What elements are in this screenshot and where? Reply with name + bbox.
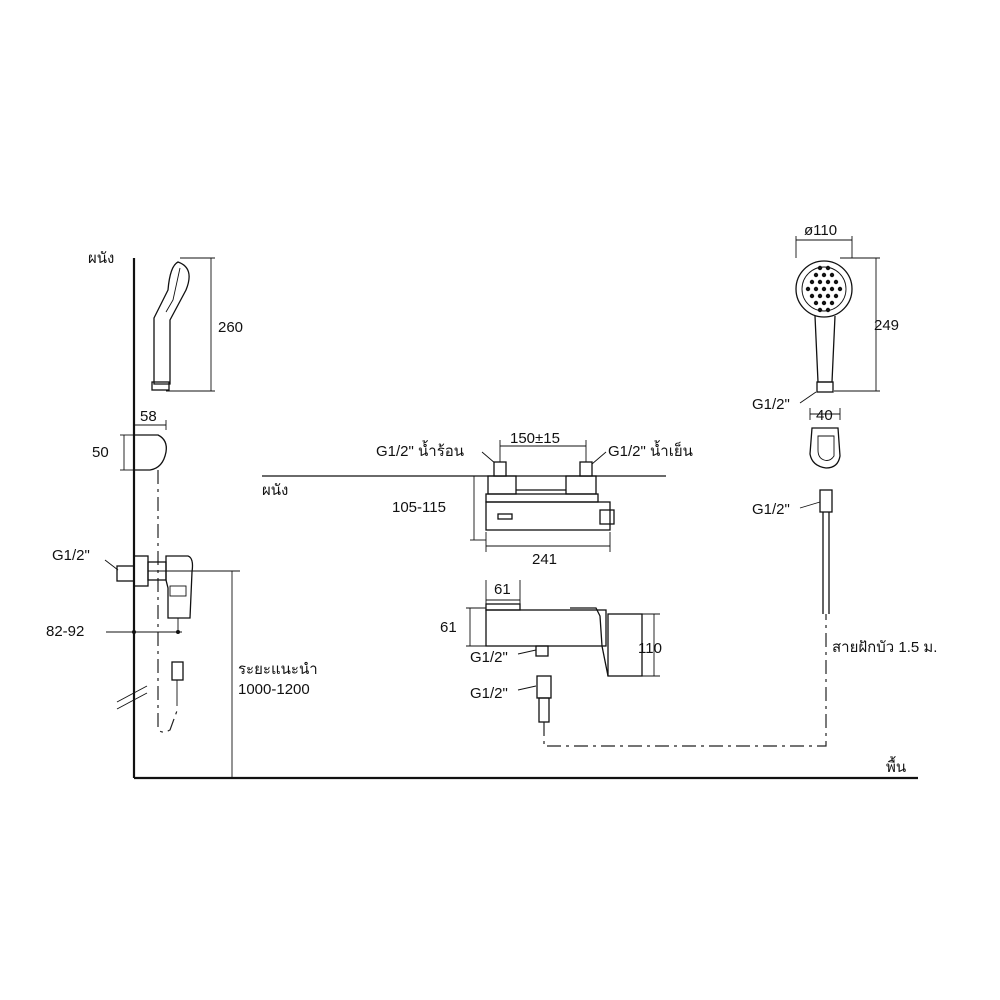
handshower-side-icon [151, 261, 190, 391]
dim-holder-width: 58 [140, 408, 157, 425]
wall-label-mid: ผนัง [262, 482, 288, 499]
dim-outlet-height: 82-92 [46, 623, 84, 640]
dim-holder-height: 50 [92, 444, 109, 461]
cold-inlet-label: G1/2" น้ำเย็น [608, 440, 693, 460]
front-view: 61 61 110 G1/2" G1/2" [440, 580, 827, 747]
hose-label: สายฝักบัว 1.5 ม. [832, 639, 937, 656]
mixer-front-icon [485, 603, 643, 677]
dim-thread-hose-end: G1/2" [470, 685, 508, 702]
handshower-head-icon [795, 260, 853, 393]
mixer-side-icon [116, 555, 194, 632]
holder-icon [133, 434, 167, 471]
dim-spout-height: 61 [440, 619, 457, 636]
dim-thread-handle: G1/2" [752, 396, 790, 413]
wall-label-left: ผนัง [88, 250, 114, 267]
dim-thread-outlet: G1/2" [470, 649, 508, 666]
dim-spout-width: 61 [494, 581, 511, 598]
recommended-height-label: ระยะแนะนำ [238, 661, 318, 678]
mixer-top-icon [485, 461, 615, 531]
dim-inlet-spacing: 150±15 [510, 430, 560, 447]
bracket-icon [809, 427, 841, 469]
dim-thread-left: G1/2" [52, 547, 90, 564]
hose-icon [819, 489, 833, 614]
handshower-front-view: ø110 249 [752, 222, 937, 776]
recommended-height-value: 1000-1200 [238, 681, 310, 698]
top-view: ผนัง 150±15 G1/2" น้ำร้อน G1/2" น้ำเย็น … [262, 430, 693, 568]
dim-bracket-width: 40 [816, 407, 833, 424]
dim-head-diameter: ø110 [804, 222, 837, 239]
dim-body-width: 241 [532, 551, 557, 568]
dim-head-height: 249 [874, 317, 899, 334]
dim-body-depth: 105-115 [392, 499, 446, 516]
floor-label: พื้น [886, 756, 906, 776]
dim-handshower-height: 260 [218, 319, 243, 336]
dim-body-height: 110 [638, 640, 662, 657]
dim-thread-hose-top: G1/2" [752, 501, 790, 518]
side-view: 260 58 50 G1/2" 82-9 [46, 250, 918, 780]
hot-inlet-label: G1/2" น้ำร้อน [376, 440, 464, 460]
